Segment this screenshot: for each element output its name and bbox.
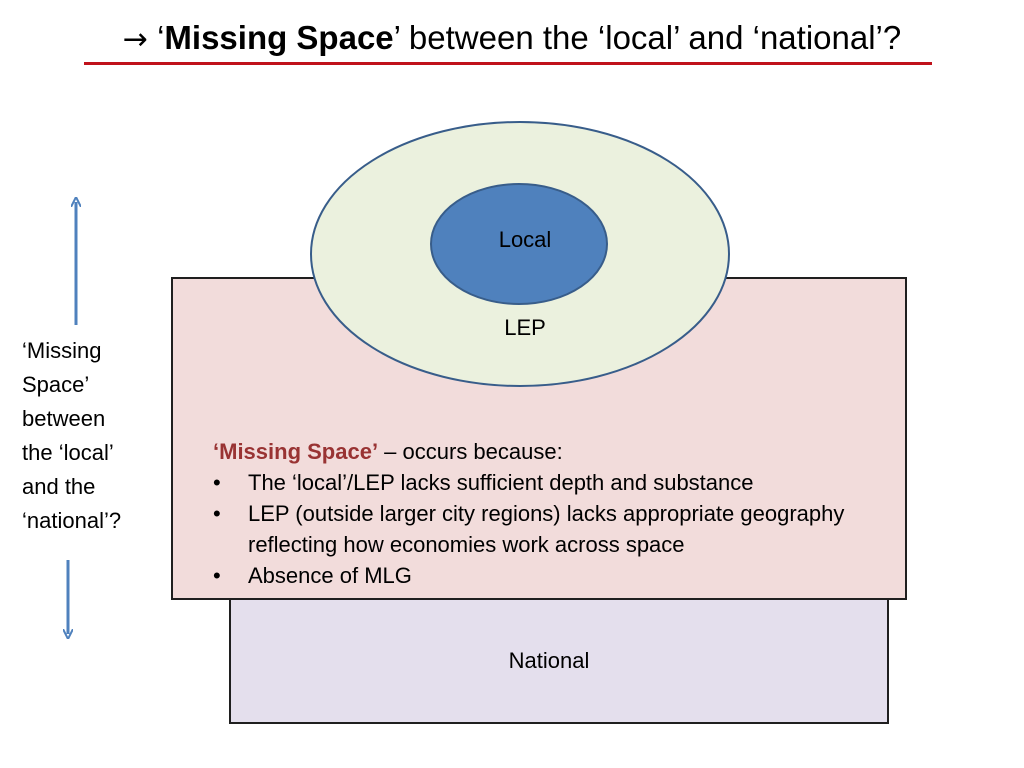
side-label-line: Space’ <box>22 372 90 397</box>
list-item: • The ‘local’/LEP lacks sufficient depth … <box>213 467 893 498</box>
bullet-icon: • <box>213 563 221 588</box>
side-label-line: ‘national’? <box>22 508 122 533</box>
side-label: ‘Missing Space’ between the ‘local’ and … <box>22 334 162 538</box>
reasons-list: • The ‘local’/LEP lacks sufficient depth … <box>213 467 893 591</box>
list-item-text: The ‘local’/LEP lacks sufficient depth a… <box>248 470 754 495</box>
list-item-text: LEP (outside larger city regions) lacks … <box>248 501 845 557</box>
local-ellipse <box>430 183 608 305</box>
list-item: • LEP (outside larger city regions) lacks… <box>213 498 893 560</box>
side-label-line: and the <box>22 474 96 499</box>
heading-emphasis: ‘Missing Space’ <box>213 439 379 464</box>
bullet-icon: • <box>213 470 221 495</box>
side-label-line: the ‘local’ <box>22 440 114 465</box>
right-arrow-icon: → <box>122 22 148 57</box>
missing-space-explanation: ‘Missing Space’ – occurs because: • The ‘… <box>213 436 893 591</box>
title-quote-open: ‘ <box>157 19 165 56</box>
heading-rest: – occurs because: <box>378 439 563 464</box>
lep-label: LEP <box>504 315 546 340</box>
side-label-line: between <box>22 406 106 431</box>
side-label-line: ‘Missing <box>22 338 102 363</box>
bullet-icon: • <box>213 501 221 526</box>
title-underline <box>84 62 932 65</box>
content-heading: ‘Missing Space’ – occurs because: <box>213 436 893 467</box>
slide-title: → ‘Missing Space’ between the ‘local’ an… <box>0 16 1024 62</box>
national-box <box>229 596 889 724</box>
local-label: Local <box>498 227 552 252</box>
title-emphasis: Missing Space <box>164 19 394 56</box>
title-rest: ’ between the ‘local’ and ‘national’? <box>393 19 902 56</box>
national-label: National <box>508 648 590 673</box>
list-item: • Absence of MLG <box>213 560 893 591</box>
list-item-text: Absence of MLG <box>248 563 412 588</box>
